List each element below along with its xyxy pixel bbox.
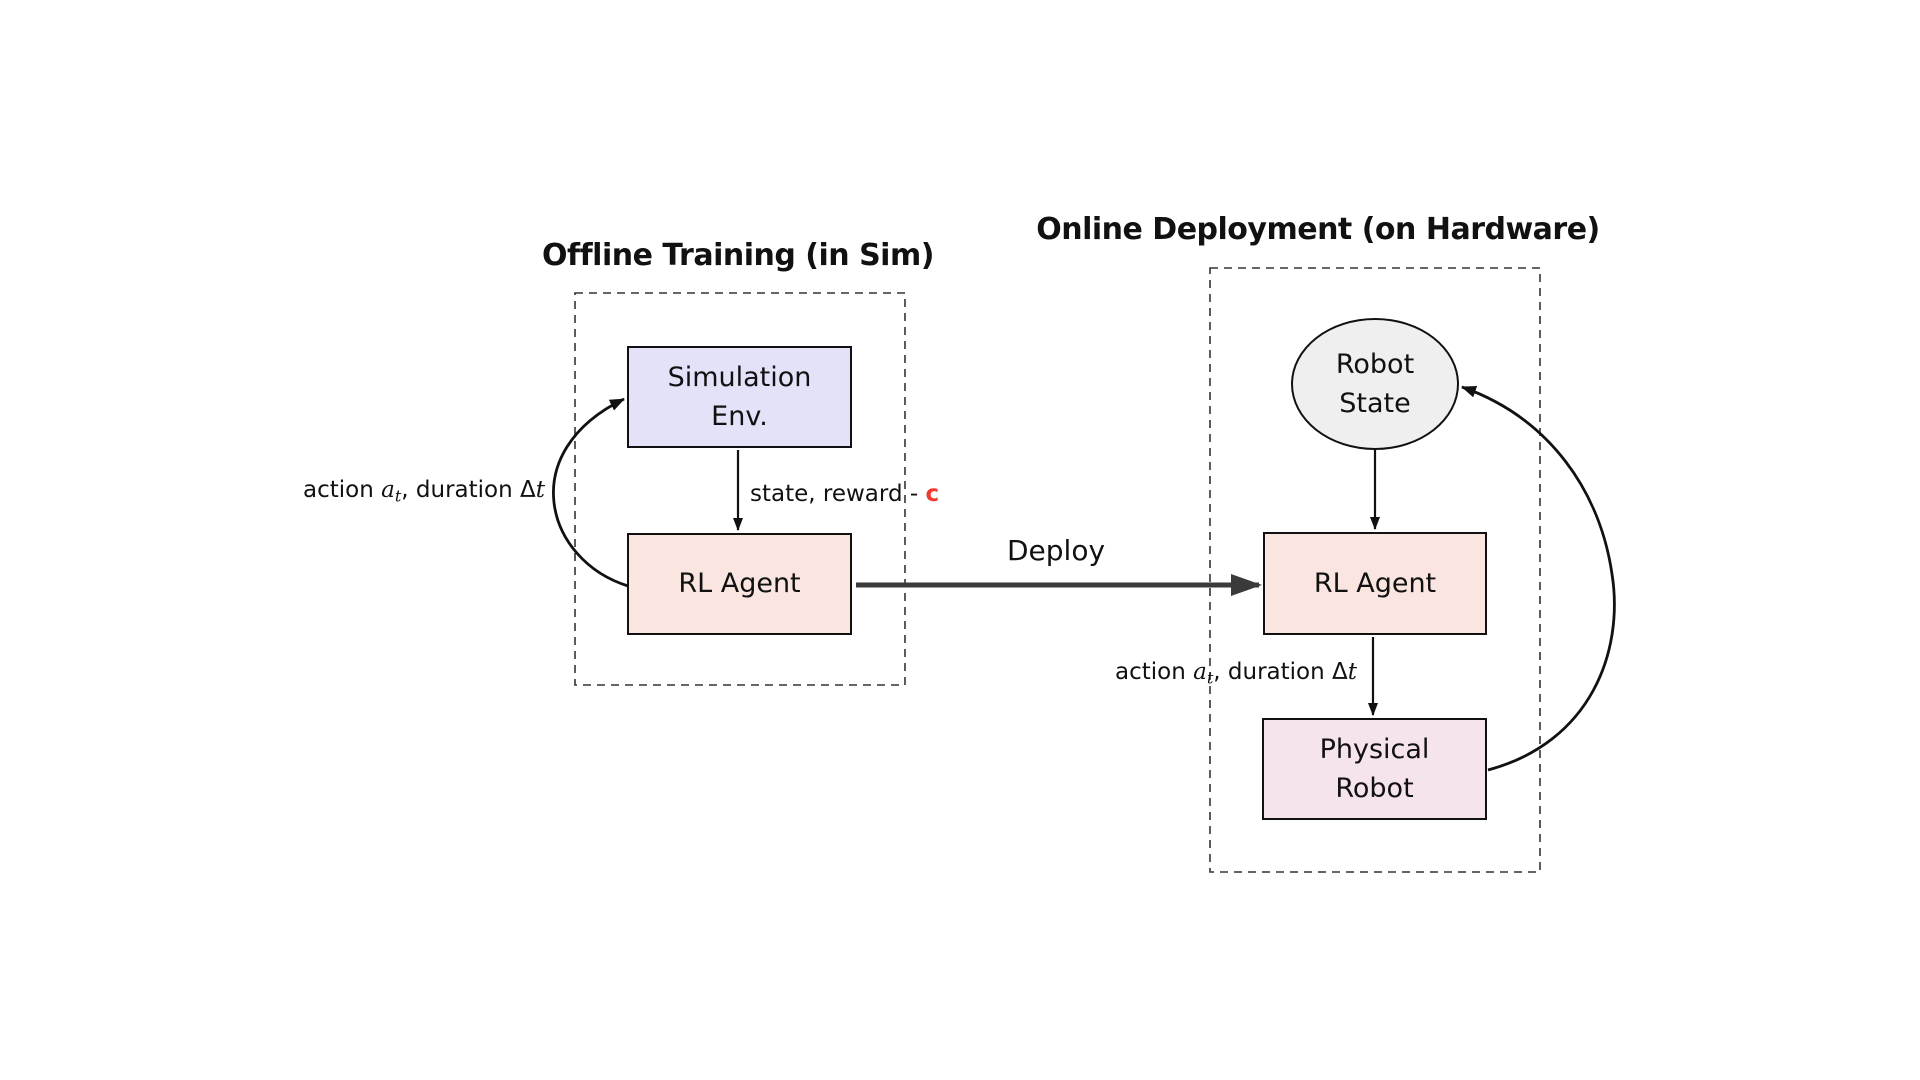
- physical-robot-label-line1: Physical: [1319, 733, 1430, 765]
- rl-agent-offline-label: RL Agent: [678, 568, 801, 600]
- action-loop-var-a: a: [381, 477, 395, 503]
- simulation-env-label-line2: Env.: [711, 401, 768, 432]
- physical-robot-node: Physical Robot: [1262, 718, 1487, 820]
- rl-agent-offline-node: RL Agent: [627, 533, 852, 635]
- action-loop-var-t: t: [535, 477, 545, 503]
- state-reward-text: state, reward -: [750, 481, 926, 507]
- rl-agent-online-label: RL Agent: [1313, 567, 1437, 599]
- robot-state-node: Robot State: [1291, 318, 1459, 450]
- robot-state-label-line1: Robot: [1335, 348, 1415, 380]
- online-action-delta: Δ: [1332, 659, 1348, 685]
- action-loop-delta: Δ: [520, 477, 536, 503]
- robot-state-label-line2: State: [1339, 388, 1411, 419]
- simulation-env-node: Simulation Env.: [627, 346, 852, 448]
- simulation-env-label-line1: Simulation: [667, 361, 812, 393]
- online-action-label-mid: , duration: [1213, 659, 1333, 685]
- online-action-var-t: t: [1347, 659, 1357, 685]
- online-action-var-a: a: [1193, 659, 1207, 685]
- cost-term: c: [925, 481, 940, 507]
- online-action-label-prefix: action: [1115, 659, 1194, 685]
- online-action-label: action at, duration Δt: [1115, 659, 1357, 688]
- action-loop-arrow: [552, 397, 629, 588]
- action-loop-label-prefix: action: [303, 477, 382, 503]
- action-loop-label-mid: , duration: [401, 477, 521, 503]
- state-reward-label: state, reward - c: [750, 481, 939, 507]
- physical-robot-label-line2: Robot: [1335, 773, 1414, 804]
- offline-section-title: Offline Training (in Sim): [542, 238, 934, 273]
- action-loop-label: action at, duration Δt: [303, 477, 545, 506]
- deploy-label: Deploy: [1006, 534, 1106, 567]
- action-loop-sub-t: t: [394, 486, 402, 506]
- online-section-title: Online Deployment (on Hardware): [1036, 212, 1600, 247]
- rl-agent-online-node: RL Agent: [1263, 532, 1487, 635]
